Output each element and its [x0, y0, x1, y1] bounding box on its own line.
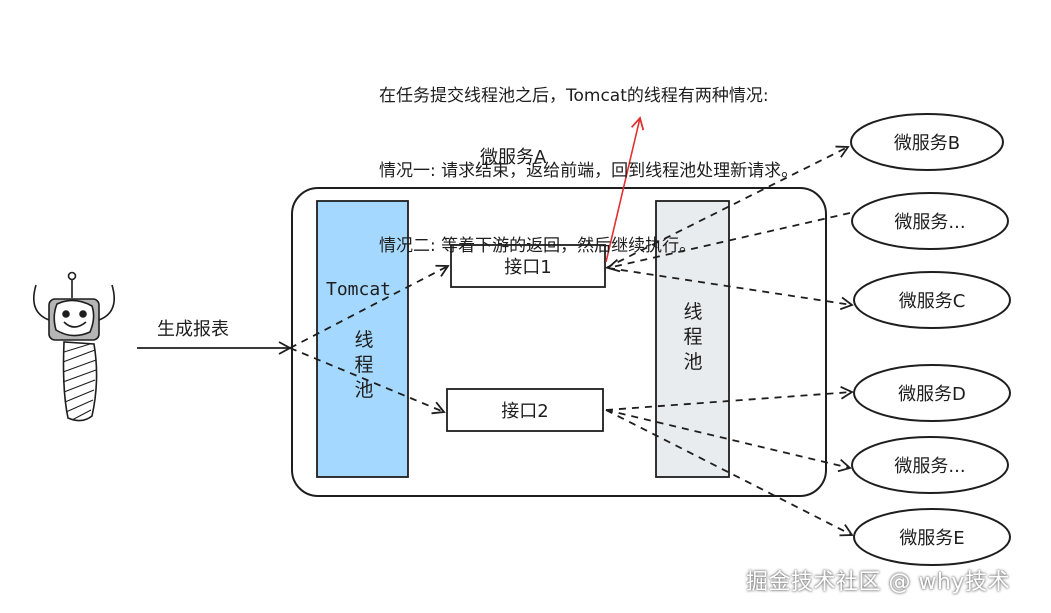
flow-i1-to-b [605, 145, 850, 269]
note-pointer-arrow [605, 116, 645, 263]
tomcat-pool-char: 池 [354, 379, 374, 401]
service-more2-ellipse [851, 436, 1009, 494]
flow-i2-to-more2 [605, 409, 852, 473]
flow-i1-to-c [607, 267, 854, 311]
thread-behavior-note: 在任务提交线程池之后，Tomcat的线程有两种情况: 情况一: 请求结束，返给前… [379, 34, 798, 284]
interface2-box [446, 388, 604, 432]
interface1-box [450, 244, 606, 288]
service-d-ellipse [853, 364, 1011, 422]
flow-to-interface1 [289, 264, 450, 349]
user-robot-icon [33, 271, 115, 422]
service-d-label: 微服务D [898, 384, 966, 405]
tomcat-pool-char: 程 [354, 354, 374, 376]
downstream-pool-char: 池 [683, 351, 703, 373]
interface2-label: 接口2 [501, 401, 549, 422]
downstream-thread-pool [655, 200, 730, 478]
tomcat-label: Tomcat [326, 279, 392, 300]
downstream-pool-char: 线 [683, 301, 703, 323]
service-e-label: 微服务E [899, 528, 965, 549]
service-c-ellipse [853, 271, 1011, 329]
watermark: 掘金技术社区 @ why技术 [746, 570, 1010, 595]
note-line-1: 在任务提交线程池之后，Tomcat的线程有两种情况: [379, 86, 769, 106]
tomcat-pool-label: 线 程 池 [352, 328, 376, 403]
service-more1-ellipse [851, 192, 1009, 250]
interface1-label: 接口1 [504, 257, 552, 278]
service-c-label: 微服务C [898, 291, 966, 312]
flow-i2-to-d [605, 385, 854, 411]
service-more2-label: 微服务... [894, 456, 966, 477]
service-b-ellipse [850, 113, 1004, 171]
tomcat-thread-pool [316, 200, 409, 478]
note-line-2: 情况一: 请求结束，返给前端，回到线程池处理新请求。 [379, 161, 799, 181]
flow-i2-to-e [605, 409, 854, 537]
service-e-ellipse [853, 508, 1011, 566]
tomcat-pool-char: 线 [354, 329, 374, 351]
flow-to-interface2 [289, 347, 446, 415]
service-a-container [291, 187, 827, 497]
flow-more1-to-i1 [606, 212, 851, 273]
note-line-3: 情况二: 等着下游的返回，然后继续执行。 [379, 236, 697, 256]
generate-report-label: 生成报表 [157, 319, 229, 340]
service-b-label: 微服务B [893, 133, 961, 154]
service-a-title: 微服务A [480, 147, 547, 168]
downstream-pool-label: 线 程 池 [681, 300, 705, 375]
service-more1-label: 微服务... [894, 212, 966, 233]
downstream-pool-char: 程 [683, 326, 703, 348]
